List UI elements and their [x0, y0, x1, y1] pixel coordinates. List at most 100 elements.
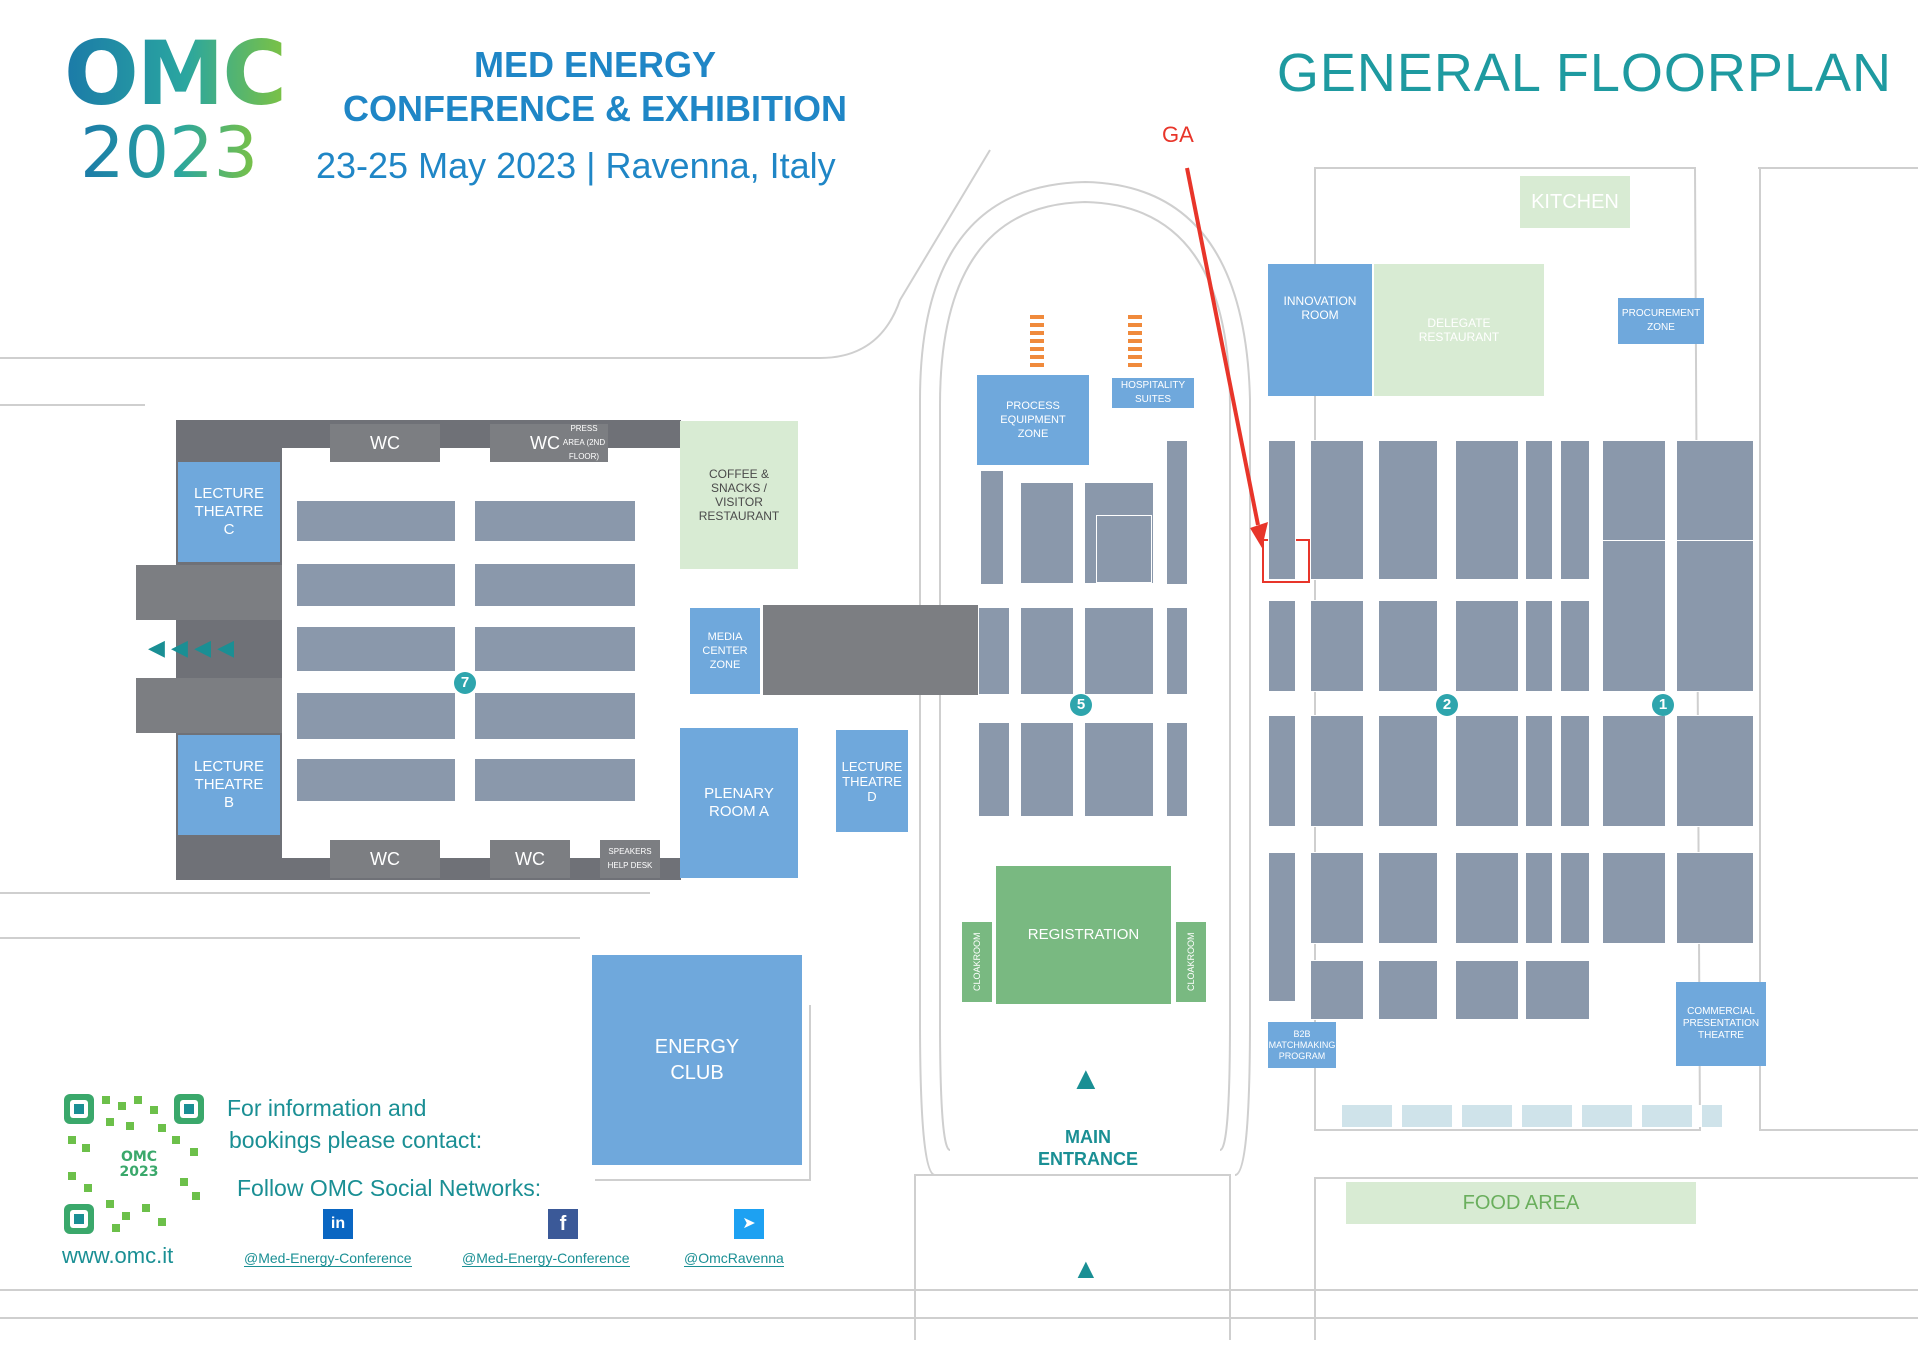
- booth-rosetti-marino[interactable]: [296, 626, 456, 672]
- booth-r-23[interactable]: [1268, 852, 1296, 1002]
- booth-r-11[interactable]: [1378, 600, 1438, 692]
- booth-saipem[interactable]: [1096, 515, 1152, 583]
- facebook-handle[interactable]: @Med-Energy-Conference: [462, 1250, 630, 1267]
- innovation-room[interactable]: INNOVATION ROOM: [1268, 264, 1372, 396]
- booth-r-29[interactable]: [1602, 852, 1666, 944]
- stair-icon-left: [1030, 315, 1044, 370]
- lecture-theatre-c[interactable]: LECTURE THEATRE C: [178, 462, 280, 562]
- follow-social-label: Follow OMC Social Networks:: [237, 1175, 542, 1201]
- booth-metalfar[interactable]: [296, 758, 456, 802]
- cloakroom-left: CLOAKROOM: [962, 922, 992, 1002]
- booth-r-33[interactable]: [1455, 960, 1519, 1020]
- energy-club[interactable]: ENERGY CLUB: [592, 955, 802, 1165]
- booth-welltaix[interactable]: [296, 563, 456, 607]
- twitter-handle[interactable]: @OmcRavenna: [684, 1250, 784, 1267]
- omc-logo-year: 2023: [80, 112, 259, 194]
- booth-r-18[interactable]: [1378, 715, 1438, 827]
- booth-r-27[interactable]: [1525, 852, 1553, 944]
- procurement-zone[interactable]: PROCUREMENT ZONE: [1618, 298, 1704, 344]
- booth-ministry-egypt[interactable]: [296, 500, 456, 542]
- booth-r-1[interactable]: [1268, 440, 1296, 580]
- booth-r-13[interactable]: [1560, 600, 1590, 692]
- plenary-room-a[interactable]: PLENARY ROOM A: [680, 728, 798, 878]
- linkedin-icon[interactable]: in: [323, 1209, 353, 1239]
- linkedin-handle[interactable]: @Med-Energy-Conference: [244, 1250, 412, 1267]
- booth-tenaris[interactable]: [1455, 600, 1519, 692]
- booth-pantalone[interactable]: [1310, 440, 1364, 580]
- booth-c5-6[interactable]: [1020, 607, 1074, 695]
- hospitality-suites[interactable]: HOSPITALITY SUITES: [1112, 378, 1194, 408]
- food-stalls-row: [1342, 1105, 1722, 1127]
- booth-c5-9[interactable]: [1020, 722, 1074, 817]
- booth-r-12[interactable]: [1525, 600, 1553, 692]
- booth-r-5[interactable]: [1525, 440, 1553, 580]
- booth-r-22[interactable]: [1676, 715, 1754, 827]
- lecture-theatre-d[interactable]: LECTURE THEATRE D: [836, 730, 908, 832]
- booth-r-31[interactable]: [1310, 960, 1364, 1020]
- booth-proger[interactable]: [474, 692, 636, 740]
- facebook-icon[interactable]: f: [548, 1209, 578, 1239]
- booth-r-30[interactable]: [1676, 852, 1754, 944]
- omc-logo: OMC: [64, 22, 287, 125]
- kitchen: KITCHEN: [1520, 176, 1630, 228]
- booth-r-19[interactable]: [1455, 715, 1519, 827]
- booth-c5-7[interactable]: [1166, 607, 1188, 695]
- conference-dates: 23-25 May 2023 | Ravenna, Italy: [316, 145, 836, 186]
- booth-r-15[interactable]: [1676, 540, 1754, 692]
- food-area: FOOD AREA: [1346, 1182, 1696, 1224]
- booth-c5-10[interactable]: [1166, 722, 1188, 817]
- booth-r-17[interactable]: [1310, 715, 1364, 827]
- booth-r-34[interactable]: [1525, 960, 1590, 1020]
- booth-r-9[interactable]: [1268, 600, 1296, 692]
- conference-title-line2: CONFERENCE & EXHIBITION: [342, 88, 848, 129]
- arrow-left-icon: ◀ ◀ ◀ ◀: [148, 635, 235, 660]
- booth-group-2[interactable]: [474, 563, 636, 607]
- delegate-restaurant[interactable]: DELEGATE RESTAURANT: [1374, 264, 1544, 396]
- arrow-up-icon: ▲: [1070, 1060, 1102, 1096]
- booth-c5-1[interactable]: [980, 470, 1004, 585]
- booth-shell[interactable]: [1602, 715, 1666, 827]
- qr-code-icon[interactable]: [62, 1092, 206, 1236]
- booth-totalenergies[interactable]: [474, 758, 636, 802]
- booth-r-32[interactable]: [1378, 960, 1438, 1020]
- commercial-presentation-theatre[interactable]: COMMERCIAL PRESENTATION THEATRE: [1676, 982, 1766, 1066]
- booth-r-25[interactable]: [1378, 852, 1438, 944]
- booth-mcopen[interactable]: [296, 692, 456, 740]
- booth-group-1[interactable]: [474, 500, 636, 542]
- b2b-matchmaking-program[interactable]: B2B MATCHMAKING PROGRAM: [1268, 1022, 1336, 1068]
- booth-c5-8[interactable]: [978, 722, 1010, 817]
- booth-r-16[interactable]: [1268, 715, 1296, 827]
- booth-c5-4[interactable]: [1166, 440, 1188, 585]
- website-link[interactable]: www.omc.it: [62, 1243, 174, 1268]
- booth-r-14[interactable]: [1602, 540, 1666, 692]
- media-center-zone[interactable]: MEDIA CENTER ZONE: [690, 608, 760, 694]
- coffee-snacks-visitor-restaurant[interactable]: COFFEE & SNACKS / VISITOR RESTAURANT: [680, 421, 798, 569]
- conference-title-line1: MED ENERGY: [473, 44, 717, 85]
- wc-bottom-left: WC: [330, 840, 440, 878]
- booth-r-28[interactable]: [1560, 852, 1590, 944]
- booth-r-21[interactable]: [1560, 715, 1590, 827]
- wc-bottom-right: WC: [490, 840, 570, 878]
- booth-r-24[interactable]: [1310, 852, 1364, 944]
- wc-top-left: WC: [330, 424, 440, 462]
- hall-7-west-block-bottom: [136, 678, 282, 733]
- lecture-theatre-b[interactable]: LECTURE THEATRE B: [178, 735, 280, 835]
- process-equipment-zone[interactable]: PROCESS EQUIPMENT ZONE: [977, 375, 1089, 465]
- booth-c5-2[interactable]: [1020, 482, 1074, 584]
- booth-r-10[interactable]: [1310, 600, 1364, 692]
- booth-r-6[interactable]: [1560, 440, 1590, 580]
- booth-r-26[interactable]: [1455, 852, 1519, 944]
- registration-desk[interactable]: REGISTRATION: [996, 866, 1171, 1004]
- booth-eni[interactable]: [474, 626, 636, 672]
- twitter-icon[interactable]: ➤: [734, 1209, 764, 1239]
- page-title: GENERAL FLOORPLAN: [1276, 43, 1892, 103]
- booth-c5-5[interactable]: [978, 607, 1010, 695]
- booth-r-20[interactable]: [1525, 715, 1553, 827]
- hall-1-marker: 1: [1652, 694, 1674, 716]
- booth-schlumberger[interactable]: [1084, 722, 1154, 817]
- booth-r-3[interactable]: [1378, 440, 1438, 580]
- hall-5-marker: 5: [1070, 694, 1092, 716]
- booth-r-4[interactable]: [1455, 440, 1519, 580]
- booth-f-lli-righini[interactable]: [1084, 607, 1154, 695]
